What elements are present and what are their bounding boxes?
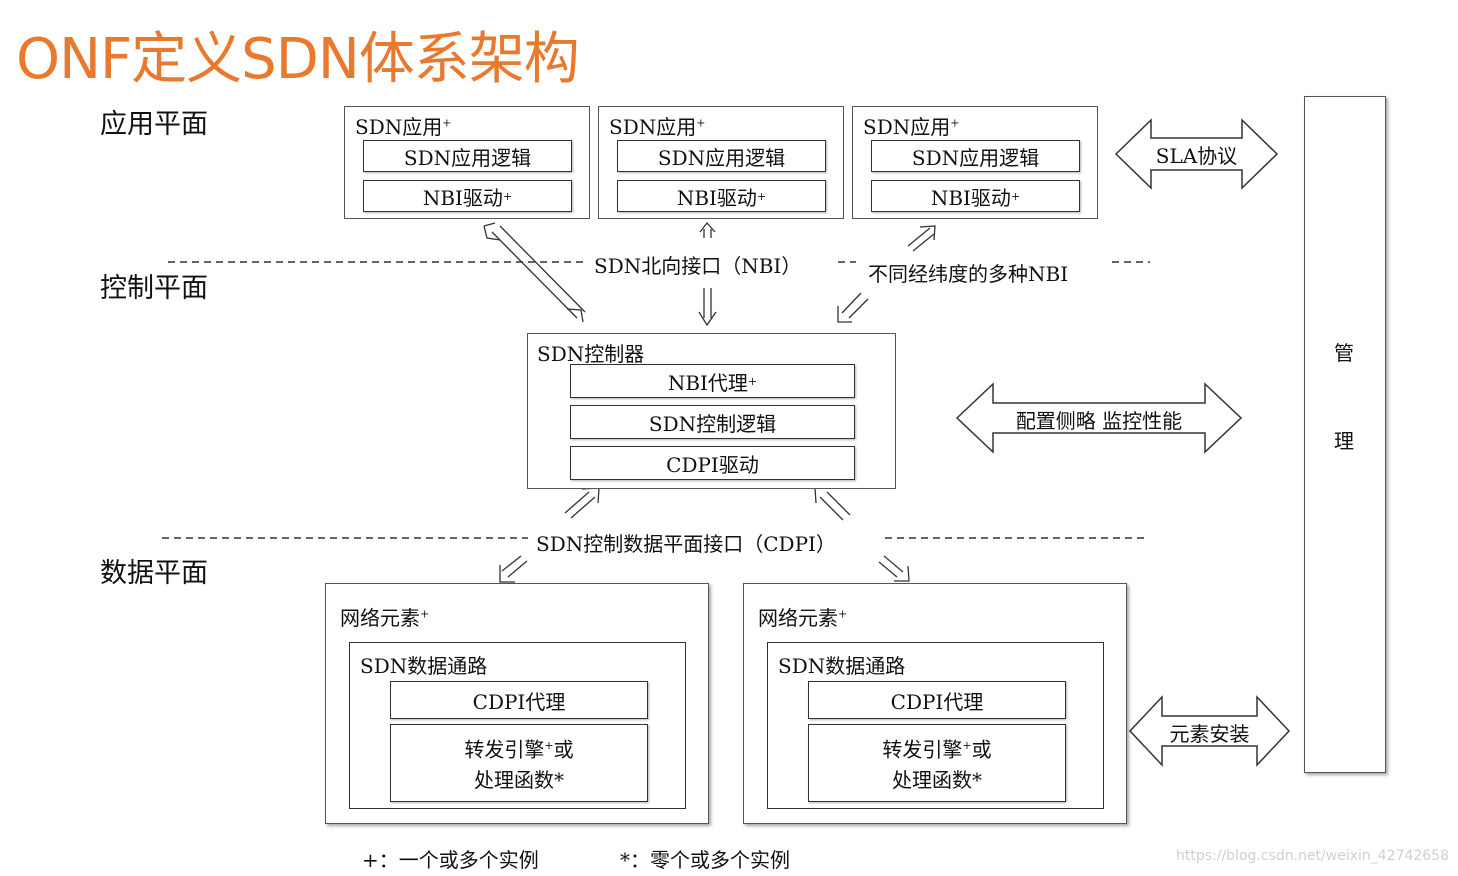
network-element-label: 网络元素+: [758, 606, 848, 630]
cdpi-up-arrow-right: [814, 487, 851, 521]
legend-plus: +：一个或多个实例: [362, 848, 539, 872]
cdpi-up-arrow-left: [564, 487, 600, 519]
sla-arrow: [1114, 118, 1279, 190]
sdn-datapath-label: SDN数据通路: [778, 654, 906, 678]
sdn-application-label: SDN应用+: [609, 115, 706, 139]
cdpi-agent: CDPI代理: [390, 681, 648, 719]
forwarding-engine: 转发引擎+或 处理函数*: [390, 724, 648, 802]
sla-label: SLA协议: [1155, 144, 1238, 168]
management-char-2: 理: [1334, 429, 1354, 453]
data-plane-label: 数据平面: [100, 558, 208, 589]
cdpi-label: SDN控制数据平面接口（CDPI）: [536, 528, 836, 557]
nbi-down-arrow: [698, 288, 717, 327]
sdn-application-logic: SDN应用逻辑: [617, 140, 826, 172]
network-element-box-2: 网络元素+ SDN数据通路 CDPI代理 转发引擎+或 处理函数*: [743, 583, 1127, 824]
forwarding-engine: 转发引擎+或 处理函数*: [808, 724, 1066, 802]
cdpi-agent: CDPI代理: [808, 681, 1066, 719]
nbi-up-arrow: [699, 221, 716, 238]
application-plane-label: 应用平面: [100, 109, 208, 140]
sdn-controller-box: SDN控制器 NBI代理+ SDN控制逻辑 CDPI驱动: [527, 333, 896, 489]
element-install-arrow: [1128, 695, 1291, 767]
nbi-double-arrow-left: [483, 222, 586, 323]
sdn-application-logic: SDN应用逻辑: [363, 140, 572, 172]
nbi-driver: NBI驱动+: [871, 180, 1080, 212]
config-monitor-arrow: [955, 382, 1243, 454]
cdpi-driver: CDPI驱动: [570, 446, 855, 480]
sdn-control-logic: SDN控制逻辑: [570, 405, 855, 439]
sdn-application-label: SDN应用+: [863, 115, 960, 139]
sdn-datapath-box: SDN数据通路 CDPI代理 转发引擎+或 处理函数*: [349, 642, 686, 809]
nbi-driver: NBI驱动+: [617, 180, 826, 212]
sdn-datapath-box: SDN数据通路 CDPI代理 转发引擎+或 处理函数*: [767, 642, 1104, 809]
cdpi-down-arrow-right: [878, 555, 910, 582]
management-box: 管 理: [1304, 96, 1386, 773]
control-plane-label: 控制平面: [100, 273, 208, 304]
element-install-label: 元素安装: [1169, 722, 1250, 746]
network-element-box-1: 网络元素+ SDN数据通路 CDPI代理 转发引擎+或 处理函数*: [325, 583, 709, 824]
management-char-1: 管: [1334, 341, 1354, 365]
sdn-datapath-label: SDN数据通路: [360, 654, 488, 678]
config-monitor-label: 配置侧略 监控性能: [1015, 409, 1183, 433]
sdn-application-label: SDN应用+: [355, 115, 452, 139]
watermark: https://blog.csdn.net/weixin_42742658: [1176, 848, 1450, 864]
legend-star: *：零个或多个实例: [620, 848, 790, 872]
nbi-driver: NBI驱动+: [363, 180, 572, 212]
nbi-down-left-arrow: [837, 292, 869, 323]
network-element-label: 网络元素+: [340, 606, 430, 630]
sdn-application-box-3: SDN应用+ SDN应用逻辑 NBI驱动+: [852, 106, 1098, 219]
nbi-up-right-arrow: [907, 225, 936, 252]
nbi-label: SDN北向接口（NBI）: [594, 250, 802, 279]
sdn-controller-label: SDN控制器: [537, 342, 645, 366]
nbi-agent: NBI代理+: [570, 364, 855, 398]
sdn-application-box-1: SDN应用+ SDN应用逻辑 NBI驱动+: [344, 106, 590, 219]
page-title: ONF定义SDN体系架构: [16, 27, 580, 92]
nbi-variety-label: 不同经纬度的多种NBI: [868, 258, 1069, 287]
cdpi-down-arrow-left: [499, 555, 528, 583]
sdn-application-box-2: SDN应用+ SDN应用逻辑 NBI驱动+: [598, 106, 844, 219]
sdn-application-logic: SDN应用逻辑: [871, 140, 1080, 172]
